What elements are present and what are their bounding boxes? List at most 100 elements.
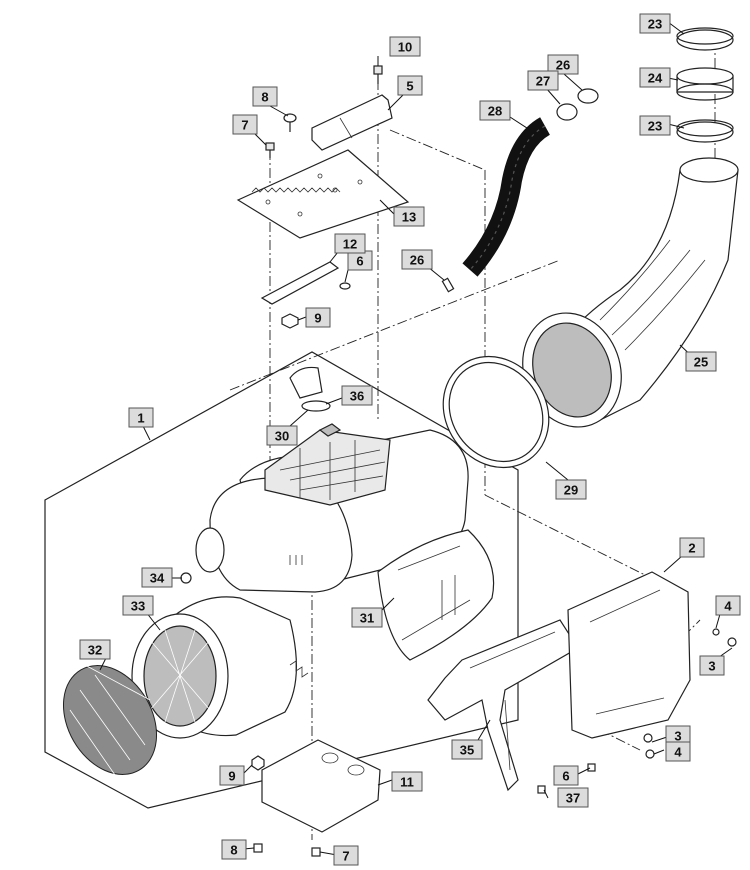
- callout-4b: 4: [665, 741, 691, 762]
- air-cleaner-housing: [195, 366, 469, 593]
- sleeve-part-24: [676, 67, 734, 101]
- callout-11: 11: [391, 771, 423, 792]
- callout-13: 13: [393, 206, 425, 227]
- svg-text:10: 10: [398, 40, 412, 55]
- svg-text:32: 32: [88, 643, 102, 658]
- svg-text:9: 9: [314, 311, 321, 326]
- svg-text:6: 6: [356, 254, 363, 269]
- svg-text:5: 5: [406, 79, 413, 94]
- svg-text:3: 3: [674, 729, 681, 744]
- svg-text:8: 8: [261, 90, 268, 105]
- svg-text:13: 13: [402, 210, 416, 225]
- svg-text:34: 34: [150, 571, 165, 586]
- fastener-part-8-top: [283, 113, 297, 132]
- callout-24: 24: [639, 67, 671, 88]
- callout-1: 1: [128, 407, 154, 428]
- clamp-part-36: [301, 400, 331, 412]
- clamp-part-23-top: [676, 27, 734, 51]
- bracket-part-11: [261, 739, 381, 833]
- callout-33: 33: [122, 595, 154, 616]
- callout-37: 37: [557, 787, 589, 808]
- callout-23b: 23: [639, 115, 671, 136]
- callout-3a: 3: [699, 655, 725, 676]
- svg-text:4: 4: [674, 745, 682, 760]
- svg-text:25: 25: [694, 355, 708, 370]
- bracket-part-5: [311, 94, 393, 151]
- svg-text:27: 27: [536, 74, 550, 89]
- svg-text:7: 7: [342, 849, 349, 864]
- callout-6a: 6: [347, 250, 373, 271]
- plate-part-13: [236, 149, 410, 239]
- callout-31: 31: [351, 607, 383, 628]
- nut-part-9-bottom: [251, 755, 265, 771]
- callout-30: 30: [266, 425, 298, 446]
- callout-6b: 6: [553, 765, 579, 786]
- svg-text:29: 29: [564, 483, 578, 498]
- svg-text:30: 30: [275, 429, 289, 444]
- clamp-part-23-bottom: [676, 119, 734, 143]
- bolt-part-7-bottom: [311, 847, 321, 857]
- callout-32: 32: [79, 639, 111, 660]
- bolt-part-34: [180, 572, 192, 584]
- svg-text:3: 3: [708, 659, 715, 674]
- svg-text:24: 24: [648, 71, 663, 86]
- svg-text:37: 37: [566, 791, 580, 806]
- svg-text:26: 26: [556, 58, 570, 73]
- svg-text:33: 33: [131, 599, 145, 614]
- callout-4a: 4: [715, 595, 741, 616]
- callout-26a: 26: [547, 54, 579, 75]
- svg-text:1: 1: [137, 411, 144, 426]
- shield-part-31: [377, 529, 495, 661]
- callout-9b: 9: [219, 765, 245, 786]
- svg-text:28: 28: [488, 104, 502, 119]
- svg-text:4: 4: [724, 599, 732, 614]
- gasket-part-29: [442, 355, 550, 469]
- callout-36: 36: [341, 385, 373, 406]
- filter-part-33: [131, 596, 309, 739]
- callout-2: 2: [679, 537, 705, 558]
- callout-12: 12: [334, 233, 366, 254]
- fastener-part-7-top: [265, 142, 275, 158]
- bolt-part-37: [537, 785, 546, 794]
- duct-part-25: [522, 157, 739, 428]
- svg-text:31: 31: [360, 611, 374, 626]
- callout-35: 35: [451, 739, 483, 760]
- coupler-part-27: [556, 103, 578, 121]
- svg-text:2: 2: [688, 541, 695, 556]
- svg-text:8: 8: [230, 843, 237, 858]
- callout-10: 10: [389, 36, 421, 57]
- svg-text:23: 23: [648, 119, 662, 134]
- svg-text:35: 35: [460, 743, 474, 758]
- clamp-part-26: [441, 88, 599, 293]
- callout-29: 29: [555, 479, 587, 500]
- callout-34: 34: [141, 567, 173, 588]
- svg-text:26: 26: [410, 253, 424, 268]
- svg-text:11: 11: [400, 775, 414, 790]
- screw-part-6-top: [339, 282, 351, 290]
- callout-23a: 23: [639, 13, 671, 34]
- callout-25: 25: [685, 351, 717, 372]
- bolt-part-10: [373, 65, 383, 84]
- svg-text:36: 36: [350, 389, 364, 404]
- callout-7a: 7: [232, 114, 258, 135]
- svg-text:12: 12: [343, 237, 357, 252]
- cover-part-2: [567, 571, 691, 739]
- strap-part-12: [260, 261, 340, 305]
- svg-text:7: 7: [241, 118, 248, 133]
- bracket-part-35: [427, 619, 579, 792]
- callout-26b: 26: [401, 249, 433, 270]
- screw-part-3: [643, 637, 737, 743]
- callout-28: 28: [479, 100, 511, 121]
- assembly-group-outline: [44, 351, 519, 809]
- callout-9a: 9: [305, 307, 331, 328]
- nut-part-9-top: [281, 313, 299, 329]
- callout-8a: 8: [252, 86, 278, 107]
- callout-labels: 1 2 3 3 4 4 5 6 6 7 7 8 8 9 9 10 11 12 1…: [79, 13, 741, 866]
- svg-text:6: 6: [562, 769, 569, 784]
- svg-text:23: 23: [648, 17, 662, 32]
- callout-5: 5: [397, 75, 423, 96]
- svg-text:9: 9: [228, 769, 235, 784]
- screen-part-32: [62, 664, 158, 776]
- hose-part-28: [462, 117, 551, 277]
